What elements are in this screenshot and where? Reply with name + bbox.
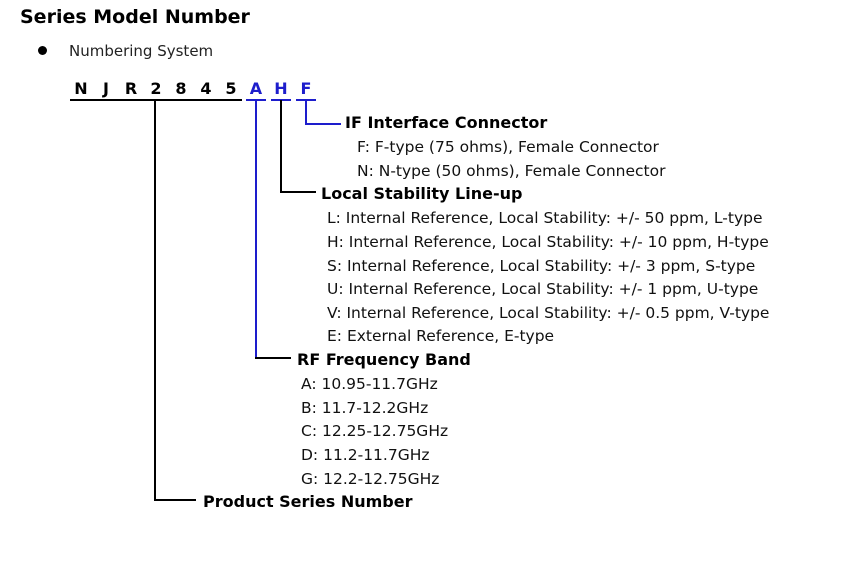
code-char-stability: H xyxy=(274,79,288,98)
rf-band-heading: RF Frequency Band xyxy=(297,350,471,369)
code-char: 5 xyxy=(225,79,237,98)
rf-line-vertical xyxy=(255,100,257,359)
code-char: 4 xyxy=(200,79,212,98)
product-line-horizontal xyxy=(154,499,196,501)
code-char: 8 xyxy=(175,79,187,98)
numbering-system-label: Numbering System xyxy=(69,42,214,60)
rf-line-horizontal xyxy=(255,357,291,359)
local-stability-item: U: Internal Reference, Local Stability: … xyxy=(327,280,759,298)
rf-band-item: G: 12.2-12.75GHz xyxy=(301,470,440,488)
product-series-heading: Product Series Number xyxy=(203,492,413,511)
code-char-connector: F xyxy=(300,79,312,98)
code-char: R xyxy=(124,79,138,98)
connector-line-vertical xyxy=(305,100,307,125)
bullet-icon xyxy=(38,46,47,55)
if-connector-item: F: F-type (75 ohms), Female Connector xyxy=(357,138,659,156)
code-char: J xyxy=(103,79,109,98)
stability-line-horizontal xyxy=(280,191,316,193)
local-stability-item: S: Internal Reference, Local Stability: … xyxy=(327,257,756,275)
local-stability-item: H: Internal Reference, Local Stability: … xyxy=(327,233,769,251)
code-char: 2 xyxy=(150,79,162,98)
code-char: N xyxy=(74,79,88,98)
local-stability-item: L: Internal Reference, Local Stability: … xyxy=(327,209,763,227)
rf-band-item: C: 12.25-12.75GHz xyxy=(301,422,449,440)
page-title: Series Model Number xyxy=(20,6,250,28)
product-code-underline xyxy=(70,99,242,101)
rf-band-item: A: 10.95-11.7GHz xyxy=(301,375,438,393)
local-stability-item: E: External Reference, E-type xyxy=(327,327,555,345)
connector-line-horizontal xyxy=(305,123,341,125)
code-char-rf: A xyxy=(249,79,263,98)
rf-band-item: D: 11.2-11.7GHz xyxy=(301,446,430,464)
stability-line-vertical xyxy=(280,100,282,193)
rf-band-item: B: 11.7-12.2GHz xyxy=(301,399,429,417)
if-connector-item: N: N-type (50 ohms), Female Connector xyxy=(357,162,666,180)
product-line-vertical xyxy=(154,100,156,501)
if-connector-heading: IF Interface Connector xyxy=(345,113,548,132)
local-stability-item: V: Internal Reference, Local Stability: … xyxy=(327,304,770,322)
local-stability-heading: Local Stability Line-up xyxy=(321,184,523,203)
